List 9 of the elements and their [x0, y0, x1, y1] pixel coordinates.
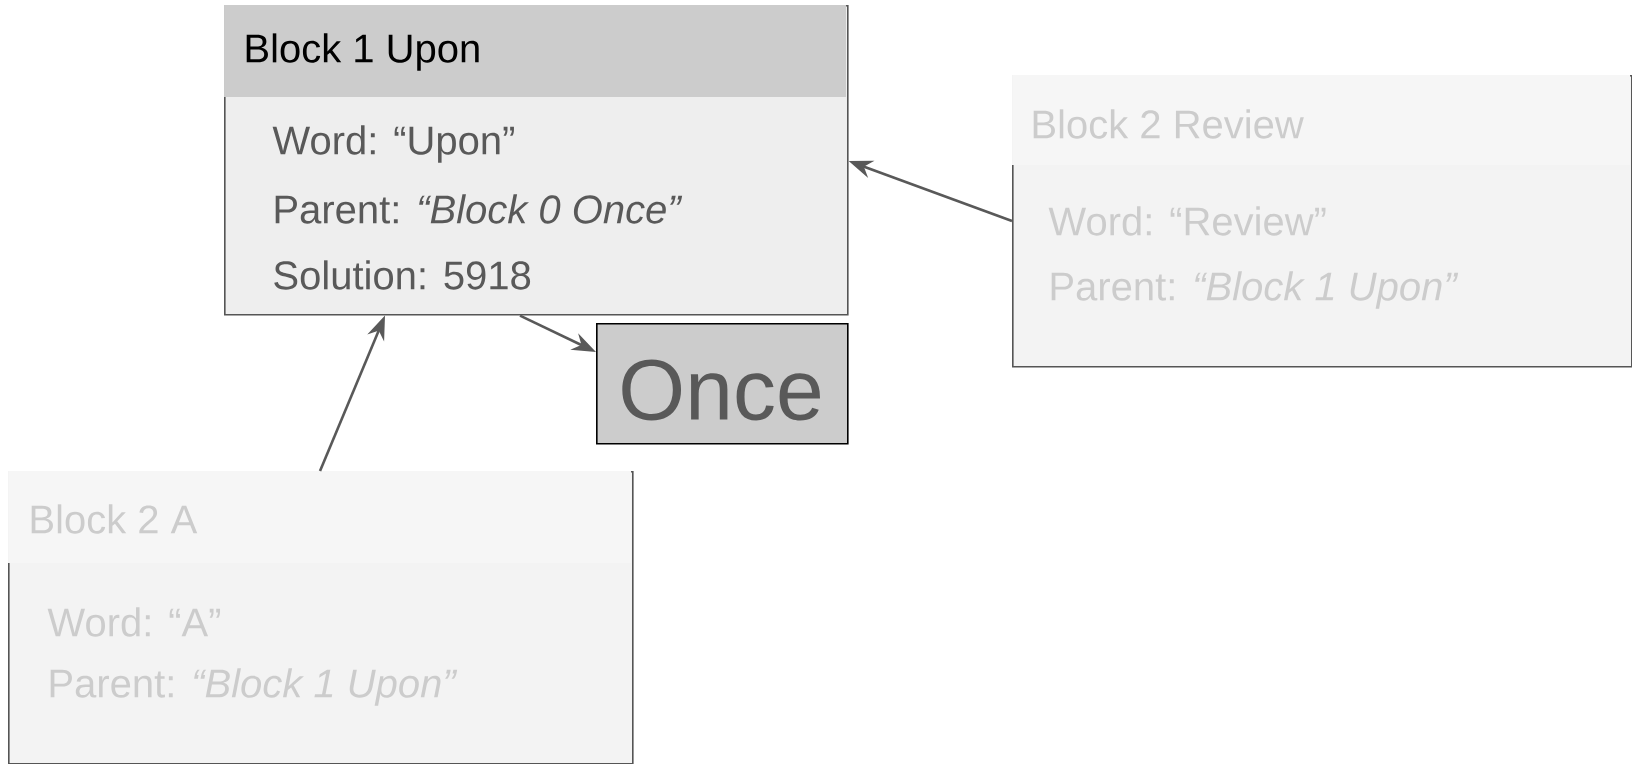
block-card — [8, 471, 634, 764]
block-card — [1012, 75, 1632, 368]
block-field: Solution: 5918 — [274, 260, 531, 290]
block-field: Parent: “Block 0 Once” — [275, 194, 683, 224]
word-label: Once — [622, 359, 820, 421]
block-field: Word: “Upon” — [272, 125, 514, 163]
word-box — [596, 323, 849, 445]
block-title: Block 1 Upon — [246, 33, 479, 71]
block-card — [224, 5, 849, 316]
